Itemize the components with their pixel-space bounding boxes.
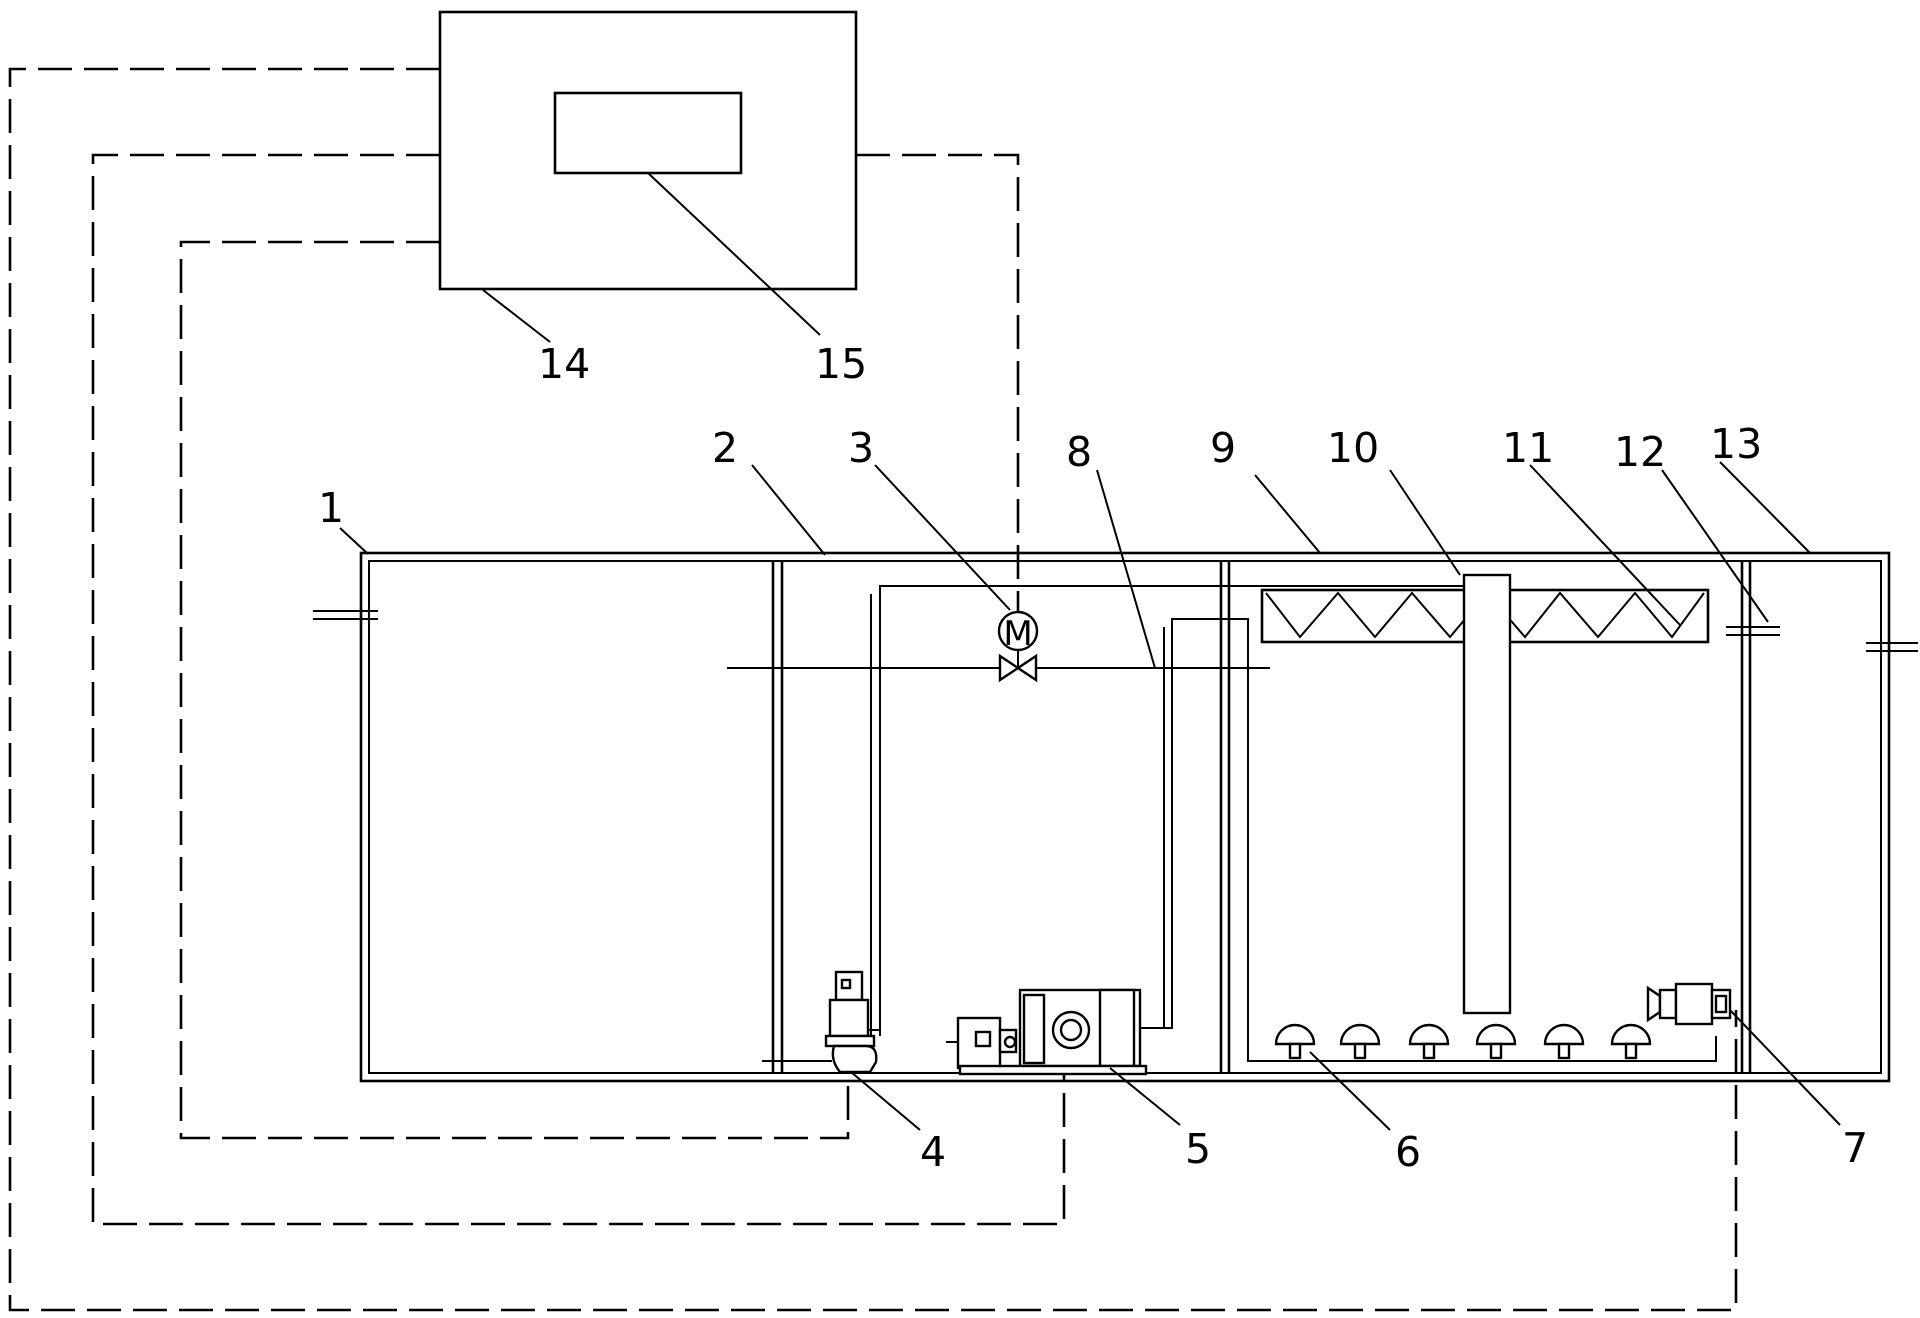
label-10: 10 [1327, 424, 1379, 472]
label-4: 4 [920, 1128, 946, 1176]
valve-motor-symbol: M [1003, 614, 1032, 654]
diffuser [1543, 1023, 1585, 1060]
inlet-pipe-symbol [313, 610, 378, 620]
label-14: 14 [538, 340, 590, 388]
control-line-valve [856, 153, 1020, 612]
label-3: 3 [848, 424, 874, 472]
blower-unit [946, 988, 1148, 1076]
outlet-pipe-symbol [1866, 642, 1918, 652]
control-line-aerator [8, 67, 1738, 1312]
leader-lines [339, 172, 1841, 1131]
label-8: 8 [1066, 428, 1092, 476]
number-labels: 1 2 3 8 9 10 11 12 13 14 15 4 5 6 7 [318, 340, 1868, 1176]
control-lines [8, 67, 1738, 1312]
label-5: 5 [1185, 1125, 1211, 1173]
label-9: 9 [1210, 424, 1236, 472]
label-2: 2 [712, 424, 738, 472]
control-line-blower [91, 153, 1066, 1226]
label-1: 1 [318, 484, 344, 532]
diffuser [1610, 1023, 1652, 1060]
control-line-pump [179, 240, 850, 1140]
label-13: 13 [1710, 420, 1762, 468]
diffuser [1408, 1023, 1450, 1060]
label-12: 12 [1614, 428, 1666, 476]
control-cabinet [438, 10, 858, 291]
diffuser [1274, 1023, 1316, 1060]
label-6: 6 [1395, 1128, 1421, 1176]
diffuser [1475, 1023, 1517, 1060]
motorized-valve: M [997, 610, 1039, 683]
central-tube [1462, 573, 1512, 1015]
label-11: 11 [1502, 424, 1554, 472]
aeration-diffusers [1274, 1023, 1652, 1060]
piping [727, 585, 1717, 1062]
label-15: 15 [815, 340, 867, 388]
label-7: 7 [1842, 1124, 1868, 1172]
submersible-pump [824, 970, 880, 1074]
diffuser [1339, 1023, 1381, 1060]
submersible-aerator [1646, 982, 1732, 1026]
overflow-pipe [1726, 626, 1780, 636]
display-screen [553, 91, 743, 175]
